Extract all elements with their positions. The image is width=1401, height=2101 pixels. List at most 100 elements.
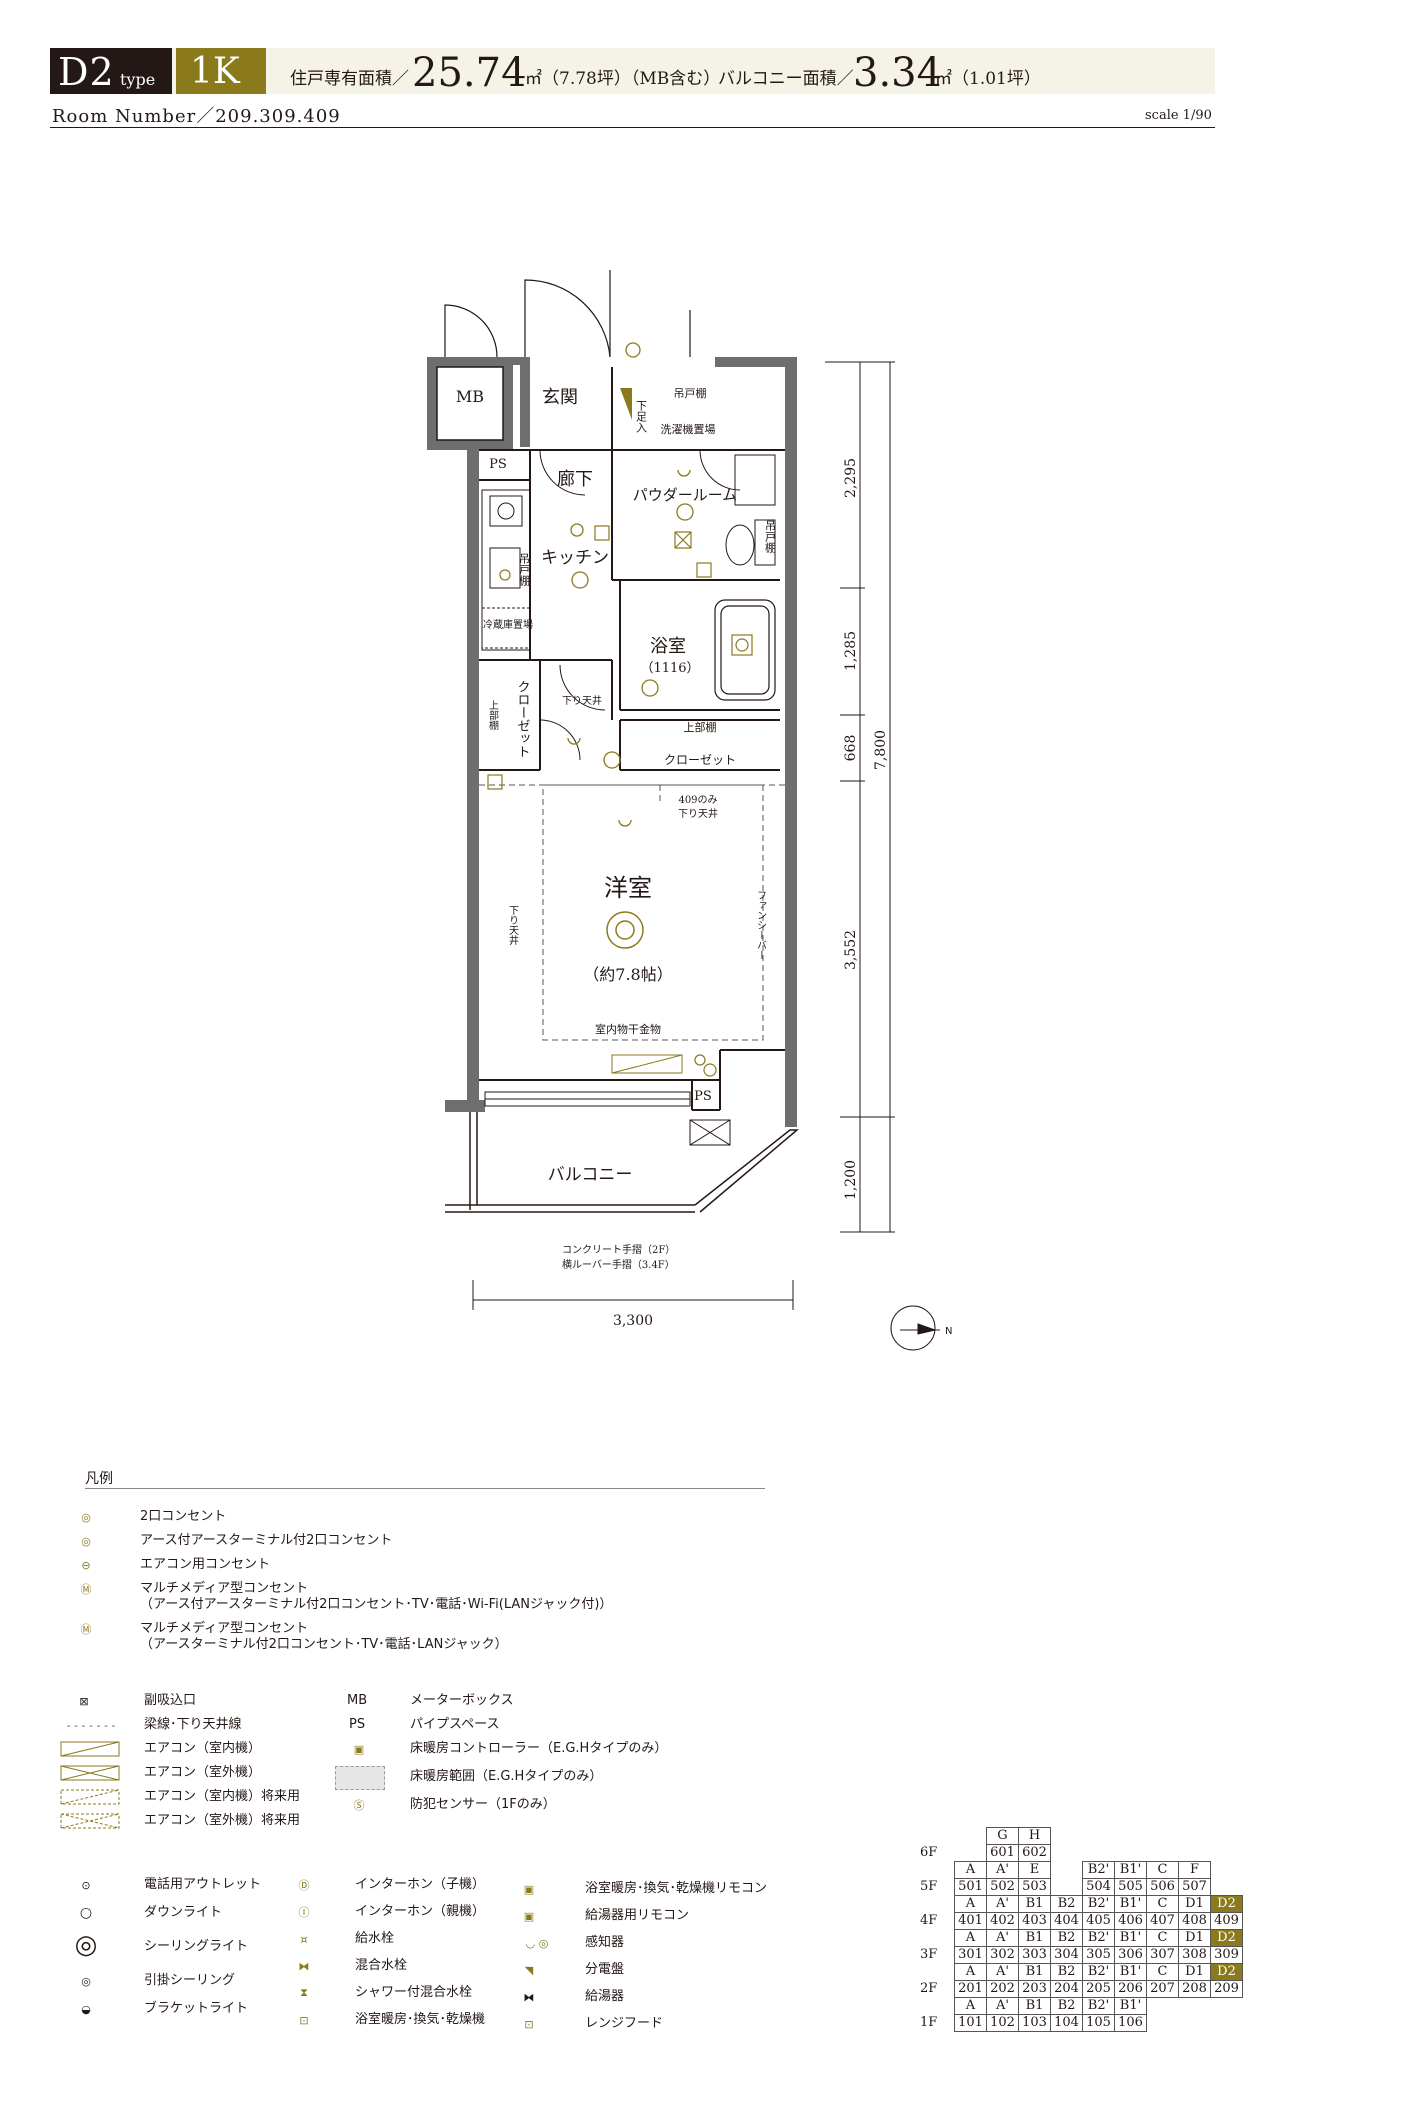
type-badge: D2 type	[50, 48, 172, 94]
dim-3552: 3,552	[843, 930, 859, 970]
floor-label	[920, 1896, 955, 1913]
table-cell: B1	[1018, 1997, 1051, 2015]
table-cell: 402	[986, 1912, 1019, 1930]
table-cell: 409	[1210, 1912, 1243, 1930]
table-cell: B1'	[1114, 1963, 1147, 1981]
legend-text: エアコン（室内機）将来用	[144, 1789, 301, 1804]
table-cell: B1'	[1114, 1997, 1147, 2015]
table-cell: 206	[1114, 1980, 1147, 1998]
table-cell: 303	[1018, 1946, 1051, 1964]
layout-badge: 1K	[176, 48, 266, 94]
aircon-indoor-future-icon	[60, 1789, 120, 1805]
table-cell: 209	[1210, 1980, 1243, 1998]
label-bath-size: （1116）	[640, 661, 699, 676]
table-cell: B1'	[1114, 1895, 1147, 1913]
table-cell: 308	[1178, 1946, 1211, 1964]
dim-total: 7,800	[873, 730, 889, 770]
table-cell: B1	[1018, 1929, 1051, 1947]
legend-text: ダウンライト	[144, 1905, 223, 1920]
legend-text: 混合水栓	[355, 1958, 408, 1973]
table-cell	[955, 1845, 987, 1862]
dimension-lines	[472, 361, 895, 1310]
table-cell	[1051, 1879, 1083, 1896]
compass-n: N	[945, 1326, 952, 1337]
aircon-outdoor-future-icon	[60, 1813, 120, 1829]
beam-line-icon: - - - - - - -	[66, 1718, 116, 1732]
table-cell: A'	[986, 1895, 1019, 1913]
hook-ceiling-icon: ◎	[81, 1974, 91, 1988]
walls	[427, 357, 797, 1127]
table-cell: H	[1018, 1827, 1051, 1845]
scale-label: scale 1/90	[1145, 108, 1212, 123]
legend-abbr: MB	[347, 1693, 368, 1708]
table-cell: D2	[1210, 1929, 1243, 1947]
label-balcony: バルコニー	[548, 1165, 633, 1185]
label-lowered-ceiling-2: 下り天井	[507, 905, 519, 946]
floor-label: 2F	[920, 1981, 938, 1996]
interior-doors	[539, 449, 741, 761]
table-cell	[1211, 1879, 1243, 1896]
table-cell: 403	[1018, 1912, 1051, 1930]
floor-label: 5F	[920, 1879, 938, 1894]
table-cell: A	[954, 1895, 987, 1913]
legend-text: エアコン（室外機）将来用	[144, 1813, 301, 1828]
label-western: 洋室	[604, 874, 652, 902]
type-code: D2	[58, 50, 115, 94]
table-cell	[1179, 2015, 1211, 2032]
legend-text: 浴室暖房･換気･乾燥機リモコン	[585, 1881, 768, 1896]
private-area-value: 25.74	[412, 50, 527, 96]
type-word: type	[120, 70, 156, 89]
header-rule	[50, 127, 1215, 128]
legend-text: エアコン（室内機）	[144, 1741, 262, 1756]
bracket-light-icon: ◒	[81, 2002, 91, 2016]
label-kitchen-shelf: 吊戸棚	[518, 553, 531, 587]
table-cell	[1147, 1828, 1179, 1845]
label-laundry: 洗濯機置場	[661, 422, 716, 436]
water-heater-remote-icon	[594, 525, 610, 541]
water-heater-icon: ⧓	[523, 1990, 535, 2004]
legend-text: 給湯器	[585, 1989, 625, 2004]
label-getabako: 下足入	[635, 400, 648, 433]
table-cell: D2	[1210, 1895, 1243, 1913]
table-cell: A	[954, 1997, 987, 2015]
table-cell	[1051, 1862, 1083, 1879]
floor-plan: MB PS PS 玄関 洗濯機置場 吊戸棚 廊下 パウダールーム キッチン 冷蔵…	[427, 270, 952, 1351]
label-lowered-ceiling-1: 下り天井	[562, 694, 602, 707]
legend-abbr: PS	[349, 1717, 366, 1732]
table-cell	[1147, 1998, 1179, 2015]
table-cell: B2	[1050, 1997, 1083, 2015]
table-cell: A	[954, 1861, 987, 1879]
lowered-ceiling-lines	[479, 784, 785, 1041]
legend-text: インターホン（子機）	[355, 1877, 486, 1892]
legend-text: エアコン用コンセント	[140, 1557, 271, 1572]
distribution-board-icon: ◥	[524, 1963, 534, 1977]
legend-text: 床暖房範囲（E.G.Hタイプのみ）	[410, 1769, 603, 1784]
table-cell	[1115, 1845, 1147, 1862]
table-cell: G	[986, 1827, 1019, 1845]
intercom-child-icon: Ⓓ	[298, 1879, 310, 1892]
multimedia-outlet-icon	[487, 774, 503, 790]
sensor-icon	[567, 469, 691, 827]
legend-text: シャワー付混合水栓	[355, 1985, 473, 2000]
table-cell: D1	[1178, 1963, 1211, 1981]
table-cell: B1	[1018, 1963, 1051, 1981]
table-cell	[1051, 1828, 1083, 1845]
table-cell: 404	[1050, 1912, 1083, 1930]
table-cell: 503	[1018, 1878, 1051, 1896]
floor-label: 3F	[920, 1947, 938, 1962]
table-cell: 307	[1146, 1946, 1179, 1964]
range-hood-icon: ⊡	[524, 2017, 534, 2031]
table-cell: C	[1146, 1861, 1179, 1879]
table-cell: D2	[1210, 1963, 1243, 1981]
label-indoor-drying: 室内物干金物	[595, 1022, 661, 1036]
label-bath: 浴室	[650, 636, 686, 657]
legend-text: 浴室暖房･換気･乾燥機	[355, 2012, 486, 2027]
floor-label	[920, 1930, 955, 1947]
legend-text: インターホン（親機）	[355, 1904, 486, 1919]
table-cell: 202	[986, 1980, 1019, 1998]
ceiling-light-icon	[606, 911, 644, 949]
